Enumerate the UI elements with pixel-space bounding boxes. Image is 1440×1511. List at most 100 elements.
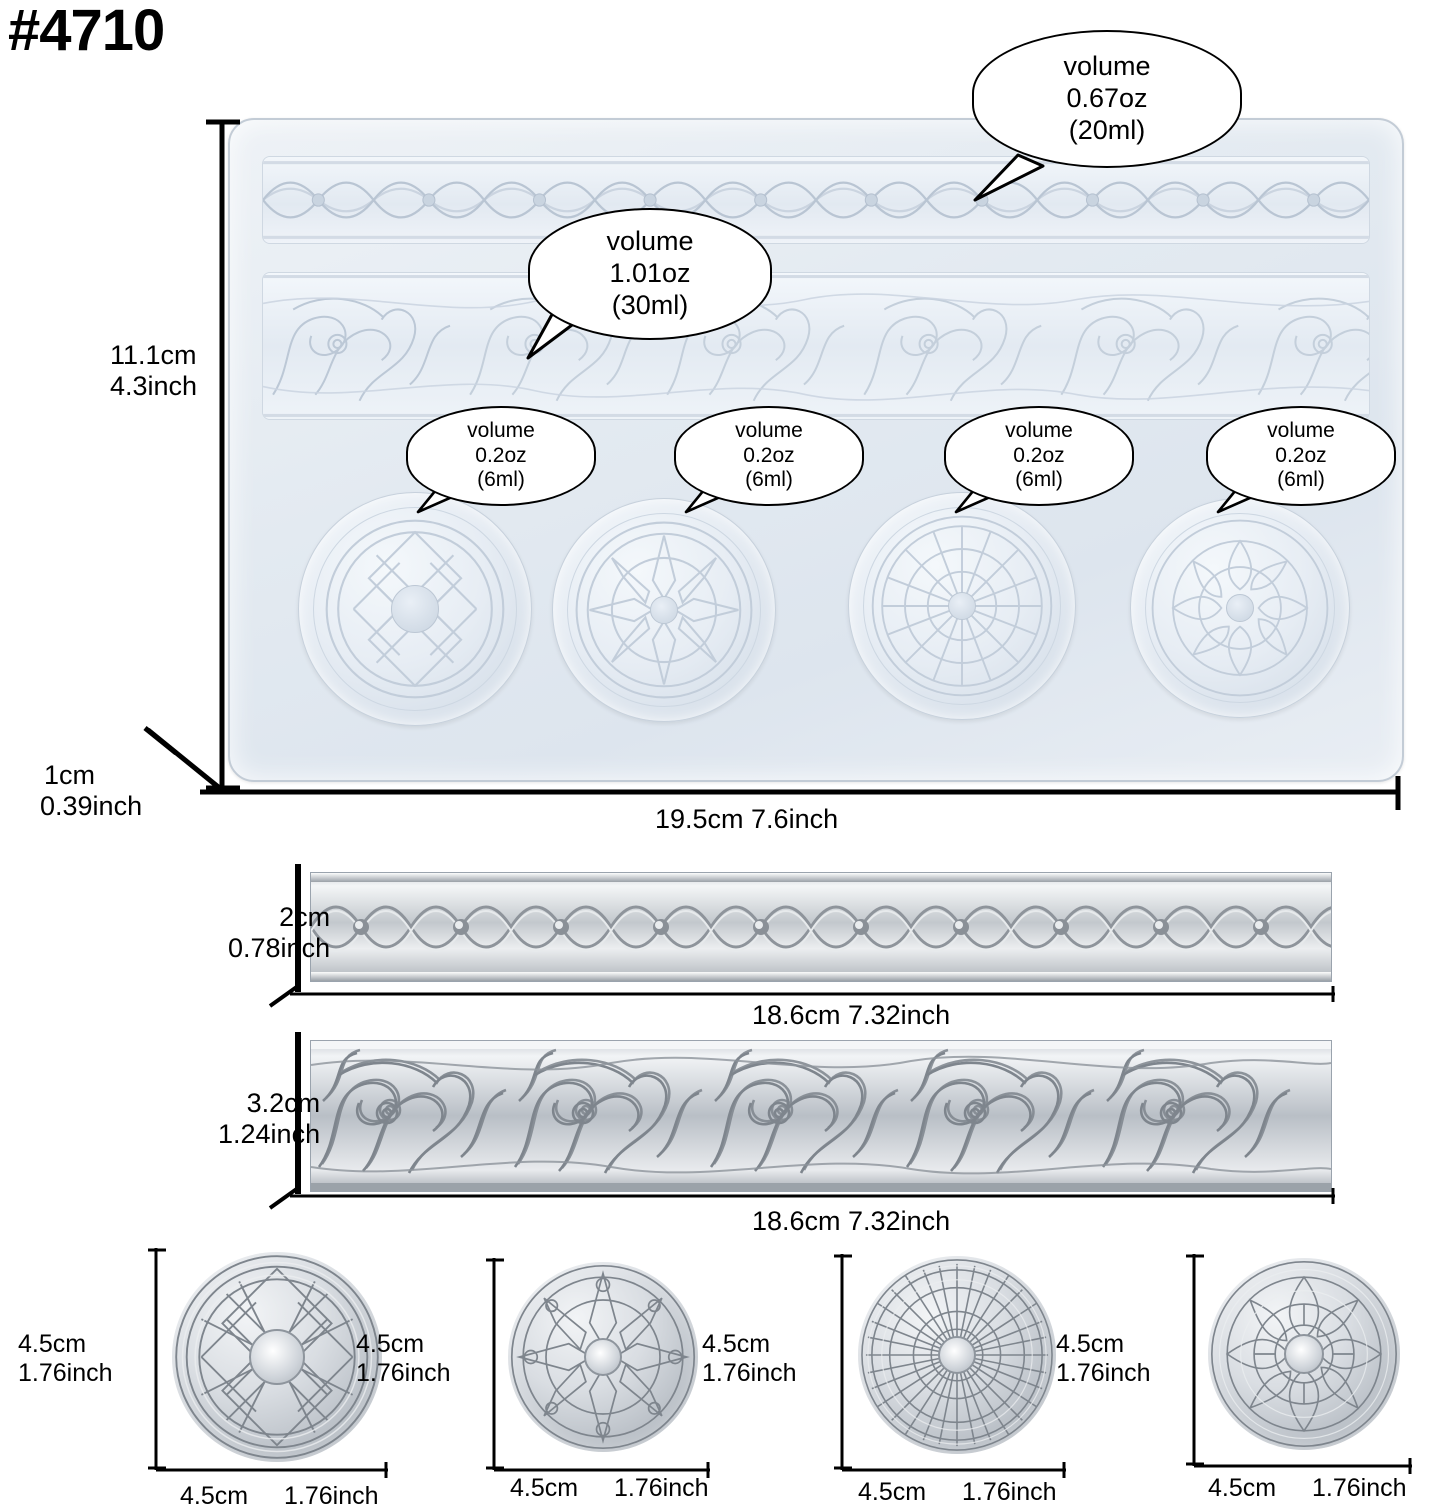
- callout-line-3: (6ml): [1277, 468, 1325, 492]
- medallion-2-width-label: 4.5cm 1.76inch: [510, 1474, 709, 1503]
- mold-dimension-lines: [143, 119, 1401, 810]
- medallion-inner-ring: [313, 507, 517, 711]
- medallion-4-dimension-lines: [1186, 1254, 1412, 1474]
- preview-medallion-2: [508, 1262, 698, 1452]
- medallion-center-hub: [1226, 594, 1254, 622]
- preview-medallion-4: [1208, 1258, 1400, 1450]
- callout-line-3: (6ml): [745, 468, 793, 492]
- page-title: #4710: [8, 0, 165, 63]
- callout-line-1: volume: [1005, 418, 1073, 442]
- medallion-center-hub: [948, 592, 976, 620]
- medallion-1-height-label: 4.5cm 1.76inch: [18, 1330, 113, 1388]
- medallion-4-width-label: 4.5cm 1.76inch: [1208, 1474, 1407, 1503]
- medallion-3-height-inch: 1.76inch: [702, 1358, 797, 1387]
- lace-pattern-icon: [1151, 519, 1329, 697]
- medallion-inner-ring: [567, 513, 761, 707]
- callout-line-1: volume: [735, 418, 803, 442]
- callout-line-1: volume: [1063, 51, 1151, 82]
- medallion-3-width-label: 4.5cm 1.76inch: [858, 1478, 1057, 1507]
- baroque-scroll-pattern-icon: [263, 273, 1369, 419]
- medallion-2-height-label: 4.5cm 1.76inch: [356, 1330, 451, 1388]
- callout-line-2: 1.01oz: [609, 258, 691, 289]
- medallion-4-relief-icon: [1211, 1261, 1397, 1447]
- callout-line-1: volume: [467, 418, 535, 442]
- medallion-1-width-cm: 4.5cm: [180, 1482, 249, 1510]
- scroll-strip-height-label: 3.2cm 1.24inch: [218, 1088, 320, 1150]
- medallion-1-center-hole: [249, 1329, 305, 1385]
- mold-cavity-medallion-2: [552, 498, 776, 722]
- wave-strip-relief-icon: [311, 873, 1331, 981]
- mold-height-inch: 4.3inch: [110, 371, 198, 402]
- wave-pattern-icon: [263, 157, 1369, 243]
- callout-line-3: (6ml): [1015, 468, 1063, 492]
- callout-volume-medallion-3: volume 0.2oz (6ml): [944, 406, 1134, 506]
- medallion-4-width-cm: 4.5cm: [1208, 1474, 1277, 1502]
- medallion-3-height-label: 4.5cm 1.76inch: [702, 1330, 797, 1388]
- callout-line-1: volume: [606, 226, 694, 257]
- mold-height-cm: 11.1cm: [110, 340, 197, 370]
- callout-volume-medallion-4: volume 0.2oz (6ml): [1206, 406, 1396, 506]
- mold-cavity-medallion-3: [848, 492, 1076, 720]
- wave-strip-width-label: 18.6cm 7.32inch: [752, 1000, 951, 1030]
- callout-volume-medallion-1: volume 0.2oz (6ml): [406, 406, 596, 506]
- medallion-1-height-cm: 4.5cm: [18, 1330, 87, 1358]
- mold-width-label: 19.5cm 7.6inch: [655, 804, 839, 834]
- medallion-4-height-label: 4.5cm 1.76inch: [1056, 1330, 1151, 1388]
- preview-scroll-strip: [310, 1040, 1332, 1192]
- medallion-center-hub: [650, 596, 678, 624]
- preview-medallion-1: [172, 1252, 382, 1462]
- medallion-inner-ring: [1145, 513, 1335, 703]
- medallion-4-width-inch: 1.76inch: [1312, 1474, 1407, 1502]
- medallion-center-hub: [391, 585, 439, 633]
- preview-wave-strip: [310, 872, 1332, 982]
- medallion-4-height-inch: 1.76inch: [1056, 1358, 1151, 1387]
- scroll-strip-dimension-lines: [268, 1032, 1335, 1210]
- medallion-1-width-inch: 1.76inch: [284, 1482, 379, 1510]
- medallion-3-height-cm: 4.5cm: [702, 1330, 771, 1358]
- callout-line-3: (6ml): [477, 468, 525, 492]
- mold-thickness-cm: 1cm: [44, 760, 96, 790]
- medallion-1-dimension-lines: [148, 1248, 388, 1478]
- callout-volume-wave-strip: volume 0.67oz (20ml): [972, 30, 1242, 168]
- mold-thickness-inch: 0.39inch: [40, 791, 143, 822]
- medallion-3-center-hole: [938, 1336, 976, 1374]
- callout-line-2: 0.67oz: [1066, 83, 1148, 114]
- scroll-strip-width-label: 18.6cm 7.32inch: [752, 1206, 951, 1236]
- medallion-2-center-hole: [584, 1338, 622, 1376]
- wave-strip-height-cm: 2cm: [279, 902, 331, 932]
- callout-volume-scroll-strip: volume 1.01oz (30ml): [528, 208, 772, 340]
- callout-line-3: (30ml): [611, 289, 689, 320]
- callout-line-2: 0.2oz: [743, 443, 795, 467]
- mold-cavity-medallion-1: [298, 492, 532, 726]
- medallion-1-height-inch: 1.76inch: [18, 1358, 113, 1387]
- scroll-strip-height-cm: 3.2cm: [246, 1088, 321, 1118]
- mold-cavity-medallion-4: [1130, 498, 1350, 718]
- medallion-4-center-hole: [1284, 1334, 1324, 1374]
- mold-cavity-wave-strip: [262, 156, 1370, 244]
- mold-thickness-label: 1cm 0.39inch: [40, 760, 142, 822]
- medallion-2-dimension-lines: [486, 1258, 710, 1478]
- scroll-strip-height-inch: 1.24inch: [218, 1119, 321, 1150]
- callout-line-2: 0.2oz: [1275, 443, 1327, 467]
- medallion-2-width-inch: 1.76inch: [614, 1474, 709, 1502]
- medallion-3-width-cm: 4.5cm: [858, 1478, 927, 1506]
- callout-line-2: 0.2oz: [1013, 443, 1065, 467]
- mold-cavity-scroll-strip: [262, 272, 1370, 420]
- wave-strip-height-inch: 0.78inch: [228, 933, 331, 964]
- medallion-2-width-cm: 4.5cm: [510, 1474, 579, 1502]
- medallion-2-height-inch: 1.76inch: [356, 1358, 451, 1387]
- medallion-2-height-cm: 4.5cm: [356, 1330, 425, 1358]
- wave-strip-height-label: 2cm 0.78inch: [228, 902, 330, 964]
- medallion-1-width-label: 4.5cm 1.76inch: [180, 1482, 379, 1511]
- wave-strip-dimension-lines: [268, 864, 1335, 1008]
- preview-medallion-3: [858, 1256, 1056, 1454]
- scroll-strip-relief-icon: [311, 1041, 1331, 1191]
- callout-line-1: volume: [1267, 418, 1335, 442]
- callout-line-3: (20ml): [1068, 114, 1146, 145]
- medallion-4-height-cm: 4.5cm: [1056, 1330, 1125, 1358]
- medallion-3-dimension-lines: [834, 1254, 1066, 1478]
- callout-line-2: 0.2oz: [475, 443, 527, 467]
- callout-volume-medallion-2: volume 0.2oz (6ml): [674, 406, 864, 506]
- mold-height-label: 11.1cm 4.3inch: [110, 340, 197, 402]
- medallion-3-width-inch: 1.76inch: [962, 1478, 1057, 1506]
